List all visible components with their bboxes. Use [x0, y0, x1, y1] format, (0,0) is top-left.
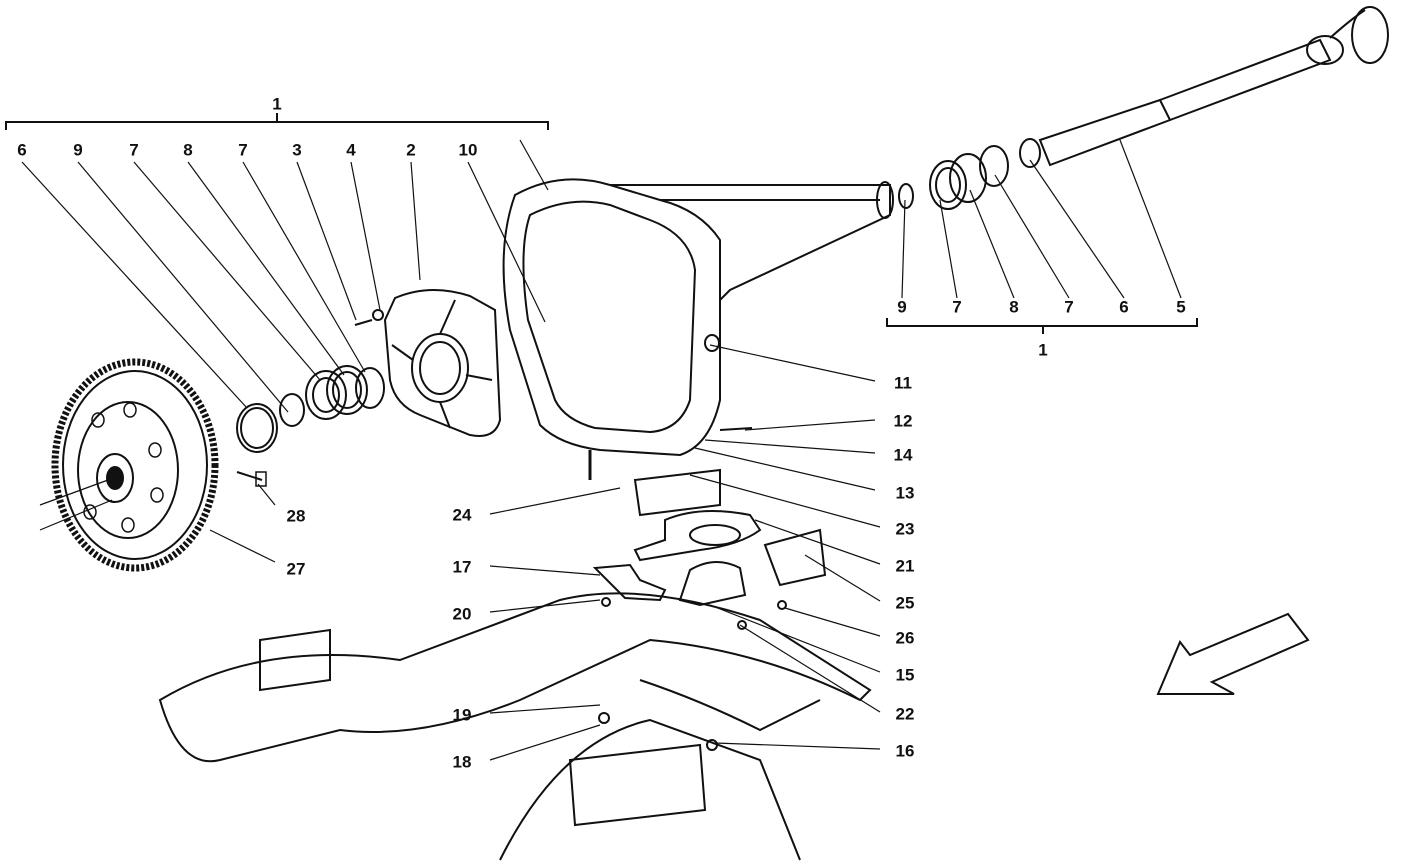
right-group-bracket	[886, 318, 1198, 334]
left-seal-rings	[236, 309, 385, 453]
part-label: 8	[183, 140, 193, 160]
transmission-housing-drawing	[502, 178, 894, 480]
leader-lines	[21, 139, 1182, 761]
part-label: 28	[286, 506, 306, 526]
part-label: 6	[17, 140, 27, 160]
part-label: 4	[346, 140, 356, 160]
part-label: 13	[895, 483, 915, 503]
part-label: 9	[73, 140, 83, 160]
part-label: 27	[286, 559, 306, 579]
part-label: 22	[895, 704, 915, 724]
part-label: 5	[1176, 297, 1186, 317]
flywheel-drawing	[51, 358, 267, 572]
part-label: 3	[292, 140, 302, 160]
part-label: 12	[893, 411, 913, 431]
subframe-drawing	[158, 592, 872, 861]
part-label: 20	[452, 604, 472, 624]
part-label: 24	[452, 505, 472, 525]
part-label: 18	[452, 752, 472, 772]
cover-plate-drawing	[383, 288, 502, 437]
part-label: 23	[895, 519, 915, 539]
part-label: 10	[458, 140, 478, 160]
part-label: 7	[1064, 297, 1074, 317]
left-group-bracket	[5, 113, 549, 130]
part-label: 7	[129, 140, 139, 160]
part-label: 8	[1009, 297, 1019, 317]
part-label: 19	[452, 705, 472, 725]
part-label: 2	[406, 140, 416, 160]
part-label: 21	[895, 556, 915, 576]
part-label: 16	[895, 741, 915, 761]
output-shaft-drawing	[898, 6, 1389, 210]
group-label-right: 1	[1038, 340, 1048, 360]
group-label-left: 1	[272, 94, 282, 114]
part-label: 15	[895, 665, 915, 685]
part-label: 6	[1119, 297, 1129, 317]
part-label: 26	[895, 628, 915, 648]
part-label: 7	[238, 140, 248, 160]
part-label: 9	[897, 297, 907, 317]
part-label: 17	[452, 557, 472, 577]
direction-arrow-icon	[1156, 612, 1310, 695]
part-label: 11	[894, 373, 912, 393]
part-label: 7	[952, 297, 962, 317]
part-label: 25	[895, 593, 915, 613]
part-label: 14	[893, 445, 913, 465]
mount-brackets-drawing	[592, 427, 827, 751]
